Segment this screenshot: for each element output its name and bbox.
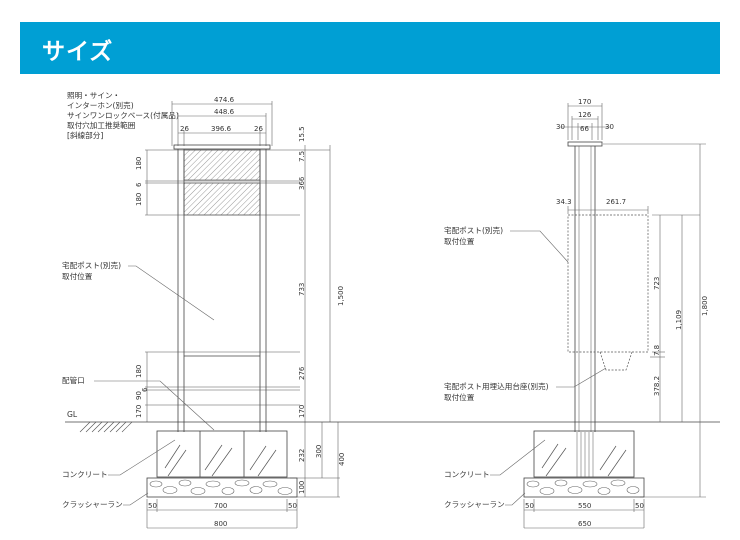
dim-front-left-5: 90 [135, 391, 143, 400]
dim-front-far-1: 1,500 [337, 286, 345, 306]
dim-front-right: 26 [254, 125, 263, 133]
label-side-crusher: クラッシャーラン [444, 500, 505, 509]
dim-side-right-2: 7.8 [653, 345, 661, 356]
dim-front-far-3: 400 [338, 453, 346, 466]
label-pipe: 配管口 [62, 375, 85, 385]
side-mailbox-outline [567, 214, 649, 353]
front-view: 照明・サイン・ インターホン(別売) サインワンロックベース(付属品) 取付穴加… [62, 91, 720, 529]
label-gl: GL [67, 410, 78, 419]
section-header: サイズ [20, 22, 720, 74]
label-side-base-2: 取付位置 [444, 392, 475, 402]
label-front-crusher: クラッシャーラン [62, 500, 123, 509]
side-view: 170 126 30 66 30 34.3 261.7 723 7.8 378.… [444, 98, 709, 529]
dim-side-total-width: 170 [578, 98, 591, 106]
dim-front-right-5: 276 [298, 366, 306, 380]
label-side-mailbox-2: 取付位置 [444, 236, 475, 246]
dim-front-right-1: 15.5 [298, 126, 306, 142]
dim-side-bottom-left: 50 [525, 502, 534, 510]
front-hatch-upper [183, 149, 261, 181]
front-hatch-lower [183, 182, 261, 216]
dim-front-right-2: 7.5 [298, 151, 306, 162]
label-lighting-3: サインワンロックベース(付属品) [67, 110, 179, 120]
dim-front-inner-width: 448.6 [214, 108, 235, 116]
dim-front-right-3: 366 [298, 176, 306, 190]
dim-side-bottom-mid: 550 [578, 502, 591, 510]
dim-front-bottom-total: 800 [214, 520, 227, 528]
front-crusher-run [146, 477, 298, 498]
dim-front-left-6: 6 [141, 387, 149, 392]
label-front-mailbox-2: 取付位置 [62, 271, 93, 281]
dim-front-center: 396.6 [211, 125, 232, 133]
label-lighting-1: 照明・サイン・ [67, 91, 120, 100]
dim-front-left-7: 170 [135, 405, 143, 418]
dim-side-bottom-right: 50 [635, 502, 644, 510]
dim-side-mid-left: 34.3 [556, 198, 572, 206]
front-cap [173, 144, 271, 150]
dim-side-right-1: 723 [653, 277, 661, 290]
side-cap [567, 141, 603, 147]
label-lighting-4: 取付穴加工推奨範囲 [67, 120, 135, 130]
side-concrete [533, 430, 635, 478]
dim-front-left-1: 180 [135, 157, 143, 170]
dim-side-center: 66 [580, 125, 589, 133]
dim-front-bottom-left: 50 [148, 502, 157, 510]
dim-front-left-2: 6 [135, 182, 143, 187]
dim-side-right-3: 378.2 [653, 376, 661, 396]
dim-front-right-7: 232 [298, 449, 306, 462]
side-crusher-run [523, 477, 645, 498]
dim-front-bottom-right: 50 [288, 502, 297, 510]
label-front-concrete: コンクリート [62, 470, 108, 479]
dim-side-mid-right: 261.7 [606, 198, 626, 206]
dim-front-left: 26 [180, 125, 189, 133]
dim-side-right: 30 [605, 123, 614, 131]
dim-front-total-width: 474.6 [214, 96, 235, 104]
dim-side-right-5: 1,800 [701, 296, 709, 316]
label-side-base-1: 宅配ポスト用埋込用台座(別売) [444, 381, 549, 391]
dim-front-right-6: 170 [298, 405, 306, 418]
dim-front-right-8: 100 [298, 481, 306, 494]
dim-side-right-4: 1,109 [675, 310, 683, 330]
label-side-concrete: コンクリート [444, 470, 490, 479]
dim-front-left-3: 180 [135, 193, 143, 206]
dim-side-left: 30 [556, 123, 565, 131]
dim-front-right-4: 733 [298, 283, 306, 296]
label-lighting-2: インターホン(別売) [67, 100, 134, 110]
dim-front-far-2: 300 [315, 445, 323, 458]
dim-front-left-4: 180 [135, 365, 143, 378]
section-title: サイズ [42, 39, 114, 65]
label-lighting-5: [斜線部分] [67, 130, 103, 140]
dim-front-bottom-mid: 700 [214, 502, 227, 510]
dim-side-inner-width: 126 [578, 111, 592, 119]
dim-side-bottom-total: 650 [578, 520, 591, 528]
label-side-mailbox-1: 宅配ポスト(別売) [444, 225, 503, 235]
front-concrete [156, 430, 288, 478]
label-front-mailbox-1: 宅配ポスト(別売) [62, 260, 121, 270]
